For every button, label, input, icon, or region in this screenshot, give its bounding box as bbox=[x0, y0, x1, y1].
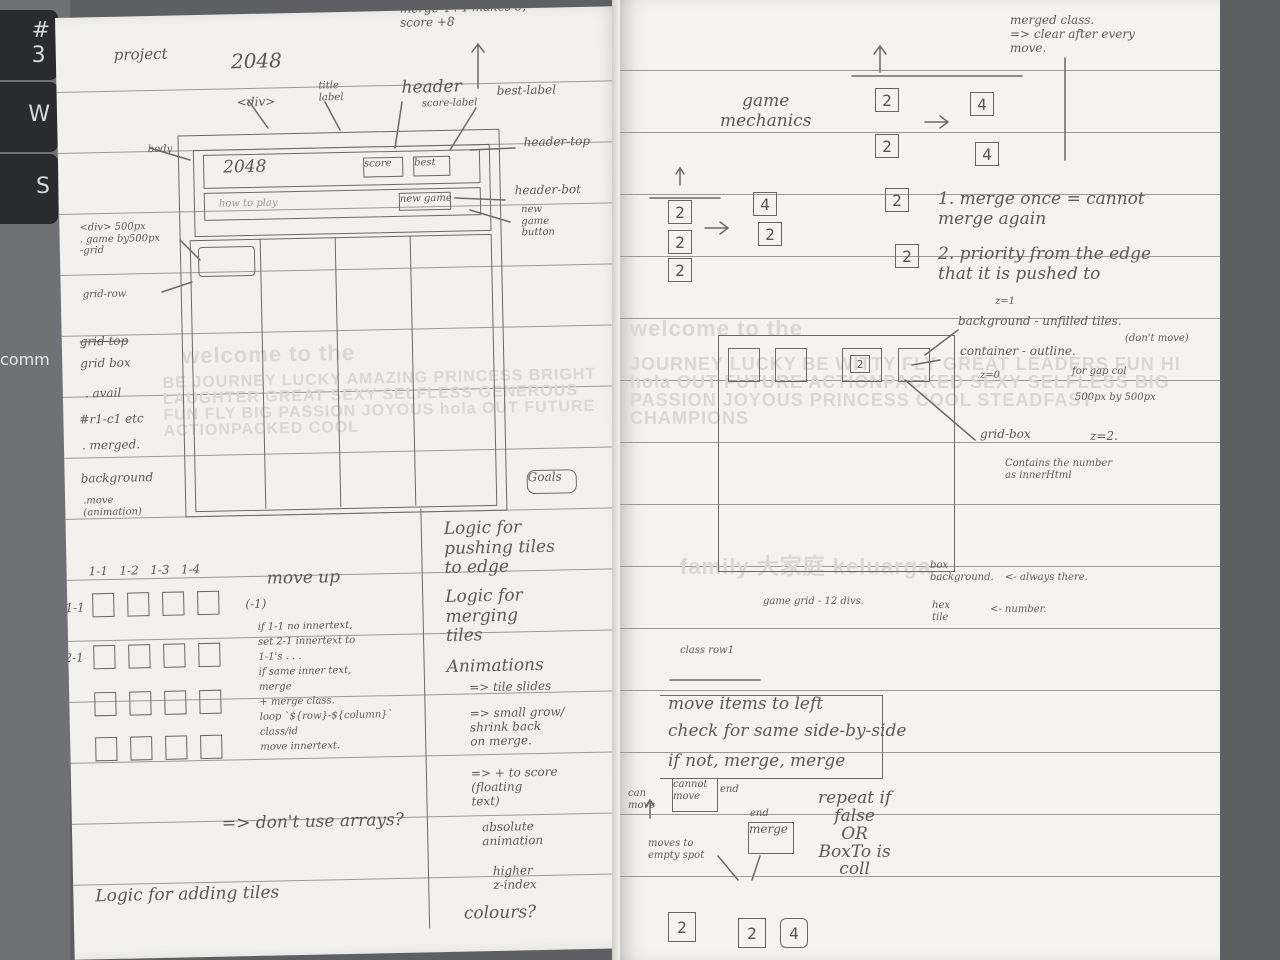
step-3: if not, merge, merge bbox=[668, 751, 846, 771]
box-background-label: box background. bbox=[930, 560, 994, 583]
arrow-up-icon bbox=[873, 44, 887, 73]
size-500-label: 500px by 500px bbox=[1075, 392, 1156, 403]
tile-4: 4 bbox=[975, 142, 999, 166]
merge-box: merge bbox=[748, 822, 794, 854]
arrow-up-icon bbox=[675, 166, 685, 186]
pointer-line bbox=[394, 101, 403, 149]
pointer-line bbox=[469, 147, 516, 151]
rule-1: 1. merge once = cannot merge again bbox=[938, 189, 1145, 229]
pointer-line bbox=[924, 329, 959, 356]
pointer-line bbox=[449, 107, 477, 151]
tile-2: 2 bbox=[895, 244, 919, 268]
ruled-line bbox=[620, 876, 1220, 877]
laptop-side-text: comm bbox=[0, 350, 50, 369]
ghost-family: family 大家庭 keluarga bbox=[680, 554, 932, 579]
pointer-line bbox=[179, 239, 201, 261]
key-s: S bbox=[0, 154, 58, 224]
pointer-line bbox=[324, 101, 341, 131]
repeat-if-label: repeat if false OR BoxTo is coll bbox=[818, 788, 892, 880]
arrow-up-icon bbox=[471, 42, 485, 89]
pointer-line bbox=[454, 197, 506, 201]
number-label: <- number. bbox=[990, 604, 1047, 615]
z2-label: z=2. bbox=[1090, 429, 1118, 443]
notebook-right-page: welcome to the JOURNEY LUCKY BE WITTY FL… bbox=[620, 0, 1220, 960]
end-label-1: end bbox=[720, 784, 739, 795]
game-grid-label: game grid - 12 divs. bbox=[763, 596, 864, 607]
ruled-line bbox=[620, 814, 1220, 815]
ruled-line bbox=[620, 132, 1220, 133]
always-there-label: <- always there. bbox=[1005, 572, 1088, 583]
container-outline bbox=[718, 335, 955, 572]
class-row-label: class row1 bbox=[680, 645, 734, 656]
number-tile: 2 bbox=[850, 355, 870, 373]
bg-tile bbox=[898, 348, 930, 382]
game-mechanics-title: game mechanics bbox=[720, 91, 812, 131]
z1-label: z=1 bbox=[995, 296, 1016, 307]
pointer-line bbox=[469, 209, 511, 223]
hex-tile-label: hex tile bbox=[932, 600, 950, 623]
tile-2: 2 bbox=[668, 912, 696, 942]
merged-class-note: merged class. => clear after every move. bbox=[1010, 13, 1135, 55]
tile-2: 2 bbox=[875, 88, 899, 112]
grid-box-label: grid-box bbox=[980, 427, 1031, 441]
can-move-label: can move bbox=[628, 788, 656, 811]
moves-to-label: moves to empty spot bbox=[648, 838, 705, 861]
container-label: container - outline. bbox=[960, 344, 1076, 358]
z0-label: z=0 bbox=[980, 370, 1001, 381]
arrow-right-icon bbox=[924, 115, 950, 129]
tile-2: 2 bbox=[738, 918, 766, 948]
ruled-line bbox=[620, 690, 1220, 691]
contains-number-label: Contains the number as innerHtml bbox=[1005, 458, 1113, 481]
ghost-welcome: welcome to the bbox=[630, 316, 803, 341]
tile-2: 2 bbox=[885, 188, 909, 212]
ruled-line bbox=[620, 318, 1220, 319]
bg-tile bbox=[842, 348, 882, 382]
dont-move-label: (don't move) bbox=[1125, 333, 1189, 344]
step-2: check for same side-by-side bbox=[668, 721, 907, 741]
pointer-line bbox=[911, 359, 941, 366]
ruled-line bbox=[620, 256, 1220, 257]
tile-4: 4 bbox=[753, 192, 777, 216]
ruled-line bbox=[620, 628, 1220, 629]
tile-2: 2 bbox=[875, 134, 899, 158]
key-w: W bbox=[0, 82, 58, 152]
tile-4: 4 bbox=[970, 92, 994, 116]
arrow-up-icon bbox=[645, 798, 655, 819]
background-tiles-label: background - unfilled tiles. bbox=[958, 314, 1122, 328]
ruled-line bbox=[620, 442, 1220, 443]
for-gap-label: for gap col bbox=[1072, 366, 1127, 377]
steps-box bbox=[660, 695, 883, 779]
rule-2: 2. priority from the edge that it is pus… bbox=[938, 244, 1152, 284]
ruled-line bbox=[620, 380, 1220, 381]
tile-4: 4 bbox=[780, 918, 808, 948]
tile-2: 2 bbox=[668, 230, 692, 254]
ruled-line bbox=[620, 566, 1220, 567]
cannot-move-box: cannot move bbox=[672, 778, 718, 812]
pointer-line bbox=[904, 379, 976, 441]
tile-2: 2 bbox=[758, 222, 782, 246]
bg-tile bbox=[775, 348, 807, 382]
bg-tile bbox=[728, 348, 760, 382]
pointer-line bbox=[717, 855, 761, 881]
pointer-line bbox=[149, 147, 191, 161]
pointer-line bbox=[247, 99, 269, 129]
ruled-line bbox=[620, 752, 1220, 753]
end-label-2: end bbox=[750, 808, 769, 819]
ruled-line bbox=[620, 194, 1220, 195]
tile-2: 2 bbox=[668, 258, 692, 282]
tile-2: 2 bbox=[668, 200, 692, 224]
ruled-line bbox=[620, 504, 1220, 505]
step-1: move items to left bbox=[668, 694, 824, 714]
ruled-line bbox=[620, 70, 1220, 71]
pointer-line bbox=[161, 281, 193, 293]
key-3: #3 bbox=[0, 10, 58, 80]
arrow-right-icon bbox=[704, 221, 730, 235]
